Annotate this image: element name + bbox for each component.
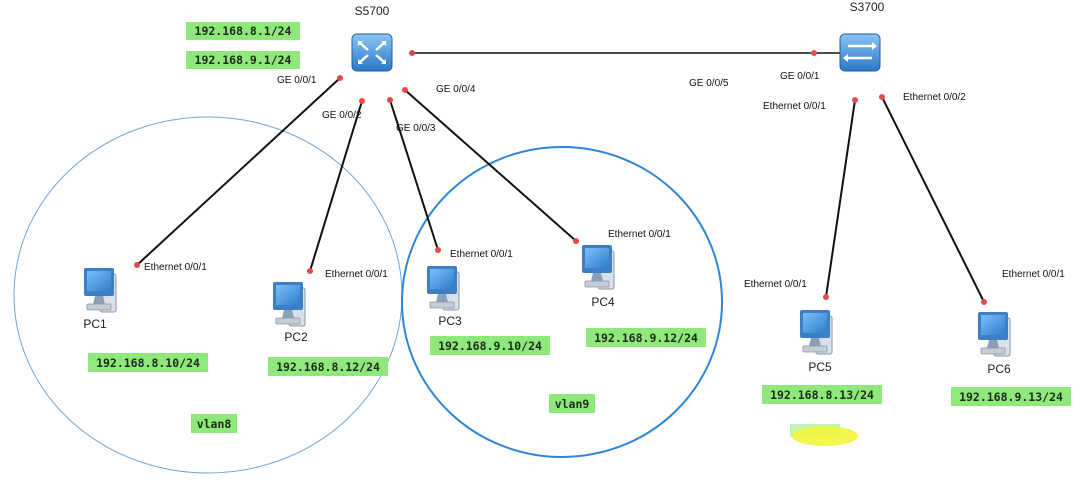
link-s5700-pc1 <box>136 77 341 266</box>
port-label-s3700-e1: Ethernet 0/0/1 <box>763 101 826 112</box>
desktop-pc-icon <box>977 311 1011 357</box>
port-label-s5700-g4: GE 0/0/4 <box>436 84 476 95</box>
pc6-label: PC6 <box>987 362 1011 376</box>
vlan8-label: vlan8 <box>197 417 232 431</box>
port-dot <box>337 75 343 81</box>
port-dot <box>879 94 885 100</box>
port-dot <box>402 87 408 93</box>
pc5-ip: 192.168.8.13/24 <box>770 388 874 402</box>
s3700-label: S3700 <box>850 0 885 14</box>
port-label-pc2: Ethernet 0/0/1 <box>325 269 388 280</box>
link-s5700-pc4 <box>404 89 577 242</box>
pc2-label: PC2 <box>284 330 308 344</box>
pc4-ip: 192.168.9.12/24 <box>594 331 698 345</box>
link-s3700-pc5 <box>825 99 856 298</box>
switch-ip-2-text: 192.168.9.1/24 <box>195 53 292 67</box>
port-dot <box>359 98 365 104</box>
port-dot <box>134 262 140 268</box>
port-label-pc6: Ethernet 0/0/1 <box>1002 269 1065 280</box>
pc6-ip: 192.168.9.13/24 <box>959 390 1063 404</box>
desktop-pc-icon <box>799 309 833 355</box>
pc1[interactable]: PC1 <box>83 267 117 331</box>
pc4[interactable]: PC4 <box>581 244 615 309</box>
pc3-label: PC3 <box>438 314 462 328</box>
port-dot <box>435 247 441 253</box>
pc5-ip-tag: 192.168.8.13/24 <box>762 385 882 404</box>
highlight-mark <box>790 424 858 446</box>
layer3-switch-icon <box>351 33 393 72</box>
pc5[interactable]: PC5 <box>799 309 833 374</box>
port-dot <box>307 268 313 274</box>
port-dot <box>811 50 817 56</box>
port-label-pc5: Ethernet 0/0/1 <box>744 279 807 290</box>
desktop-pc-icon <box>426 265 460 311</box>
port-dot <box>981 299 987 305</box>
port-dots <box>134 50 987 305</box>
vlan9-tag: vlan9 <box>549 394 595 413</box>
pc2[interactable]: PC2 <box>272 281 308 344</box>
layer2-switch-icon <box>839 33 881 72</box>
port-dot <box>387 97 393 103</box>
port-dot <box>823 294 829 300</box>
switch-ip-1: 192.168.8.1/24 <box>186 22 300 40</box>
port-label-s5700-g1: GE 0/0/1 <box>277 75 317 86</box>
desktop-pc-icon <box>272 281 306 327</box>
link-s5700-pc3 <box>389 99 439 251</box>
switch-ip-1-text: 192.168.8.1/24 <box>195 24 292 38</box>
switch-ip-2: 192.168.9.1/24 <box>186 51 300 69</box>
port-dot <box>852 97 858 103</box>
pc1-label: PC1 <box>83 317 107 331</box>
link-s5700-pc2 <box>309 100 363 272</box>
pc3-ip-tag: 192.168.9.10/24 <box>430 336 550 355</box>
vlan9-label: vlan9 <box>555 397 590 411</box>
pc2-ip: 192.168.8.12/24 <box>276 360 380 374</box>
port-label-s5700-g3: GE 0/0/3 <box>396 123 436 134</box>
desktop-pc-icon <box>581 244 615 290</box>
port-label-s3700-e2: Ethernet 0/0/2 <box>903 92 966 103</box>
s3700-switch[interactable]: S3700 <box>839 0 885 72</box>
pc6-ip-tag: 192.168.9.13/24 <box>951 387 1071 406</box>
port-label-pc3: Ethernet 0/0/1 <box>450 249 513 260</box>
s5700-switch[interactable]: S5700 <box>351 4 393 72</box>
port-dot <box>409 50 415 56</box>
pc4-label: PC4 <box>591 295 615 309</box>
port-label-pc1: Ethernet 0/0/1 <box>144 262 207 273</box>
port-label-s5700-g5: GE 0/0/5 <box>689 78 729 89</box>
pc1-ip: 192.168.8.10/24 <box>96 356 200 370</box>
port-dot <box>573 238 579 244</box>
desktop-pc-icon <box>83 267 117 313</box>
pc2-ip-tag: 192.168.8.12/24 <box>268 357 388 376</box>
port-label-s3700-g1: GE 0/0/1 <box>780 71 820 82</box>
link-s3700-pc6 <box>881 96 985 303</box>
vlan8-tag: vlan8 <box>191 414 237 433</box>
pc6[interactable]: PC6 <box>977 311 1011 376</box>
port-label-pc4: Ethernet 0/0/1 <box>608 229 671 240</box>
pc5-label: PC5 <box>808 360 832 374</box>
pc3[interactable]: PC3 <box>426 265 462 328</box>
vlan9-ring <box>401 146 723 458</box>
pc3-ip: 192.168.9.10/24 <box>438 339 542 353</box>
pc4-ip-tag: 192.168.9.12/24 <box>586 328 706 347</box>
port-label-s5700-g2: GE 0/0/2 <box>322 110 362 121</box>
s5700-label: S5700 <box>355 4 390 18</box>
pc1-ip-tag: 192.168.8.10/24 <box>88 353 208 372</box>
